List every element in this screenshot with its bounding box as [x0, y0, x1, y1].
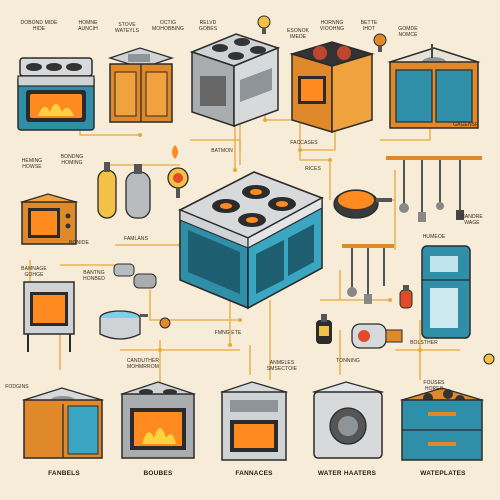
fridge-icon [421, 245, 471, 339]
water-heater-icon [311, 381, 385, 459]
valve-icon [159, 317, 171, 329]
frying-pan-icon [333, 189, 392, 219]
bottom-stove-icon [119, 381, 197, 459]
label-tonning: TONNING [336, 358, 360, 364]
microwave-icon [19, 193, 79, 245]
caption-fannaces: FANNACES [235, 470, 273, 477]
label-top-8: BETTE IHOT [360, 20, 378, 32]
bottle-icon [399, 285, 413, 309]
valve-icon [373, 33, 387, 52]
label-handre: HANDRE WAGE [461, 214, 483, 226]
furnace-icon [219, 381, 289, 461]
label-top-7: HORNNG VIOOHNG [319, 20, 345, 32]
label-banting: BANTNG HONBED [83, 270, 105, 282]
label-top-9: GOMDE NOMCE [398, 26, 418, 38]
label-bolsther: BOLSTHER [410, 340, 438, 346]
label-heming: HEMING HOWSE [21, 158, 43, 170]
small-oven-icon [23, 281, 75, 352]
range-oven-icon [17, 57, 95, 131]
cooktop-cabinet-icon [289, 41, 375, 134]
label-anmeles: ANMELES SMSECTOIE [266, 360, 298, 372]
central-range-icon [178, 171, 324, 310]
label-canduther: CANDUTHER MOHMRROM [126, 358, 160, 370]
label-gagensr: GAGENSR [453, 122, 479, 128]
label-fouses: FOUSES HORES [423, 380, 445, 392]
flame-icon [172, 145, 178, 159]
label-famlans: FAMLANS [123, 236, 149, 242]
pipe-fitting-icon [113, 263, 157, 289]
bottom-sink-cabinet-icon [21, 387, 105, 459]
teal-sink-cabinet-icon [387, 44, 481, 129]
gauge-icon [167, 167, 189, 198]
label-top-5: RELVD GOBES [198, 20, 218, 32]
sink-cabinet-icon [107, 47, 175, 123]
label-fodgins: FODGINS [5, 384, 29, 390]
bottle-icon [316, 314, 332, 344]
gas-cylinder-icon [97, 162, 151, 219]
utensil-rack-icon [386, 156, 482, 222]
valve-icon [483, 353, 495, 365]
label-top-3: STOVE WATEYLS [114, 22, 140, 34]
label-rices: RICES [305, 166, 321, 172]
label-top-6: ESONOK IMEDE [287, 28, 309, 40]
label-top-4: OCTIG MOHOBBING [151, 20, 184, 32]
caption-fanbels: FANBELS [48, 470, 80, 477]
label-top-2: HOMNE AUNCIH [78, 20, 98, 32]
label-bonding: BONDNG HOMING [60, 154, 84, 166]
label-faccases: FACCASES [290, 140, 318, 146]
utensil-set-icon [342, 244, 394, 304]
label-bamnage: BAMNAGE GOHGE [21, 266, 47, 278]
label-bonide: BONIDE [69, 240, 89, 246]
caption-water-haaters: WATER HAATERS [317, 470, 377, 477]
caption-wateplates: WATEPLATES [420, 470, 466, 477]
label-top-1: DOBOND MIDE HIDE [20, 20, 58, 32]
hotplate-cabinet-icon [399, 387, 485, 461]
water-pot-icon [99, 310, 148, 340]
label-humeoe: HUMEOE [422, 234, 446, 240]
label-batmon: BATMON [211, 148, 233, 154]
knob-icon [257, 15, 271, 34]
steel-range-icon [189, 33, 281, 128]
regulator-icon [351, 323, 403, 349]
label-fmng: FMNG ETE [214, 330, 242, 336]
caption-boubes: BOUBES [143, 470, 173, 477]
